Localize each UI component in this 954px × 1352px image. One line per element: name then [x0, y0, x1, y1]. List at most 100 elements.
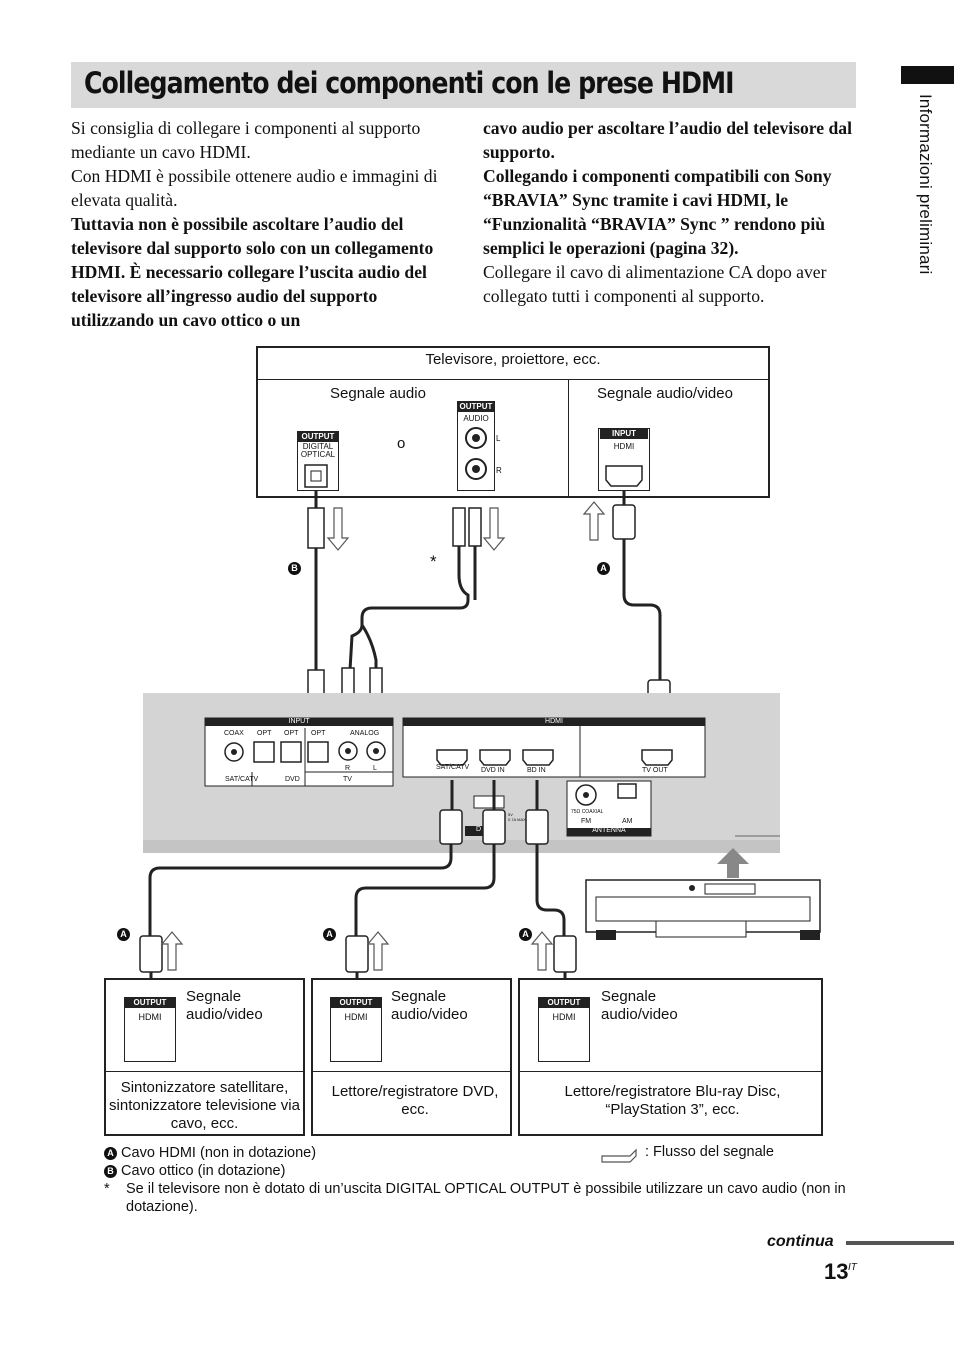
source-device-label: Lettore/registratore DVD, ecc. [331, 1083, 499, 1118]
optical-port-icon [304, 464, 328, 488]
marker-a: A [117, 925, 130, 943]
hdmi-input-label: HDMI [613, 442, 635, 451]
opt-jack-icon [280, 741, 302, 763]
tv-box-column-divider [568, 380, 569, 496]
hdmi-out-jack-frame [538, 997, 590, 1062]
hdmi-bd-jack-icon [522, 749, 554, 766]
hdmi-tvout-jack-icon [641, 749, 673, 766]
audio-label: AUDIO [463, 414, 489, 423]
source-box-divider [313, 1071, 510, 1072]
flow-legend-icon [601, 1148, 637, 1163]
output-tag: OUTPUT [331, 998, 381, 1008]
hdmi-plug-src3 [553, 935, 577, 973]
am-label: AM [622, 818, 633, 825]
intro-paragraph: Collegare il cavo di alimentazione CA do… [483, 262, 827, 306]
hdmi-out-jack-frame [124, 997, 176, 1062]
marker-a: A [519, 925, 532, 943]
coaxial-label: 75Ω COAXIAL [571, 809, 604, 815]
legend-star-note: Se il televisore non è dotato di un’usci… [126, 1181, 846, 1215]
tv-out-label: TV OUT [642, 767, 668, 774]
dvd-in-label: DVD IN [481, 767, 505, 774]
opt-jack-icon [253, 741, 275, 763]
title-bar [71, 62, 856, 108]
hdmi-plug-dvd [482, 809, 506, 845]
hdmi-out-label: HDMI [138, 1012, 162, 1022]
page-number: 13 [824, 1259, 849, 1284]
output-tag: OUTPUT [125, 998, 175, 1008]
marker-star: * [430, 552, 437, 571]
output-tag: OUTPUT [457, 402, 495, 412]
section-side-label: Informazioni preliminari [916, 94, 935, 275]
legend-a: A Cavo HDMI (non in dotazione) [104, 1144, 316, 1162]
dmport-label: D [476, 826, 482, 833]
source-signal-label: Segnale audio/video [186, 988, 263, 1023]
page-title: Collegamento dei componenti con le prese… [84, 66, 735, 100]
source-box-divider [520, 1071, 821, 1072]
source-box-dvd [311, 978, 512, 1136]
hdmi-plug-src1 [139, 935, 163, 973]
hdmi-plug-sat [439, 809, 463, 845]
dvd-label: DVD [285, 776, 300, 783]
source-box-divider [106, 1071, 303, 1072]
dmport-icon [473, 795, 505, 809]
tv-box [256, 346, 770, 498]
input-tag: INPUT [600, 429, 648, 439]
legend-star-marker: * [104, 1181, 110, 1197]
hdmi-section [402, 717, 706, 778]
audio-jack-frame [457, 401, 495, 491]
audio-r-label: R [496, 466, 502, 475]
tv-label: TV [343, 776, 352, 783]
up-arrow-icon [717, 848, 749, 878]
bd-in-label: BD IN [527, 767, 546, 774]
intro-paragraph: Con HDMI è possibile ottenere audio e im… [71, 166, 438, 210]
hdmi-cable-dvd [354, 844, 496, 936]
analog-label: ANALOG [350, 730, 380, 737]
audio-l-label: L [496, 434, 501, 443]
intro-paragraph: Si consiglia di collegare i componenti a… [71, 118, 421, 162]
hdmi-plug-bd [525, 809, 549, 845]
flow-arrow-up [530, 931, 554, 971]
flow-arrow-down [326, 507, 350, 551]
tv-av-label: Segnale audio/video [597, 385, 733, 402]
hdmi-out-label: HDMI [552, 1012, 576, 1022]
hdmi-sat-jack-icon [436, 749, 468, 766]
hdmi-out-jack-frame [330, 997, 382, 1062]
continua-rule [846, 1241, 954, 1245]
flow-arrow-up [160, 931, 184, 971]
opt-label: OPT [311, 730, 326, 737]
intro-bold-paragraph: Tuttavia non è possibile ascoltare l’aud… [71, 214, 434, 330]
optical-port-inner [310, 470, 322, 482]
legend-b: B Cavo ottico (in dotazione) [104, 1162, 285, 1180]
tv-box-divider [258, 379, 768, 380]
output-tag: OUTPUT [539, 998, 589, 1008]
intro-bold-paragraph: Collegando i componenti compatibili con … [483, 166, 832, 258]
output-tag: OUTPUT [297, 432, 339, 442]
hdmi-out-label: HDMI [344, 1012, 368, 1022]
hdmi-cable-sat [148, 844, 453, 936]
antenna-label: ANTENNA [592, 827, 626, 834]
hdmi-plug-top [612, 504, 636, 540]
source-device-label: Sintonizzatore satellitare, sintonizzato… [109, 1079, 300, 1132]
hdmi-cable-tv [622, 539, 662, 680]
rca-plug-l [452, 507, 466, 547]
source-device-label: Lettore/registratore Blu-ray Disc, “Play… [564, 1083, 781, 1118]
fm-label: FM [581, 818, 592, 825]
sat-catv-in-label: SAT/CATV [436, 764, 470, 771]
legend-flow: : Flusso del segnale [645, 1144, 774, 1160]
flow-arrow-down [482, 507, 506, 551]
marker-a: A [323, 925, 336, 943]
opt-jack-icon [307, 741, 329, 763]
opt-label: OPT [257, 730, 272, 737]
tv-audio-label: Segnale audio [330, 385, 426, 402]
flow-arrow-up [582, 501, 606, 541]
or-label: o [397, 435, 406, 452]
dc-label: 5V 0.7A MAX [508, 812, 526, 822]
hdmi-plug-src2 [345, 935, 369, 973]
am-jack-icon [617, 783, 637, 799]
tv-box-title: Televisore, proiettore, ecc. [425, 351, 601, 368]
input-label: INPUT [288, 718, 310, 725]
analog-l-label: L [373, 765, 377, 772]
sat-catv-label: SAT/CATV [225, 776, 259, 783]
hdmi-dvd-jack-icon [479, 749, 511, 766]
